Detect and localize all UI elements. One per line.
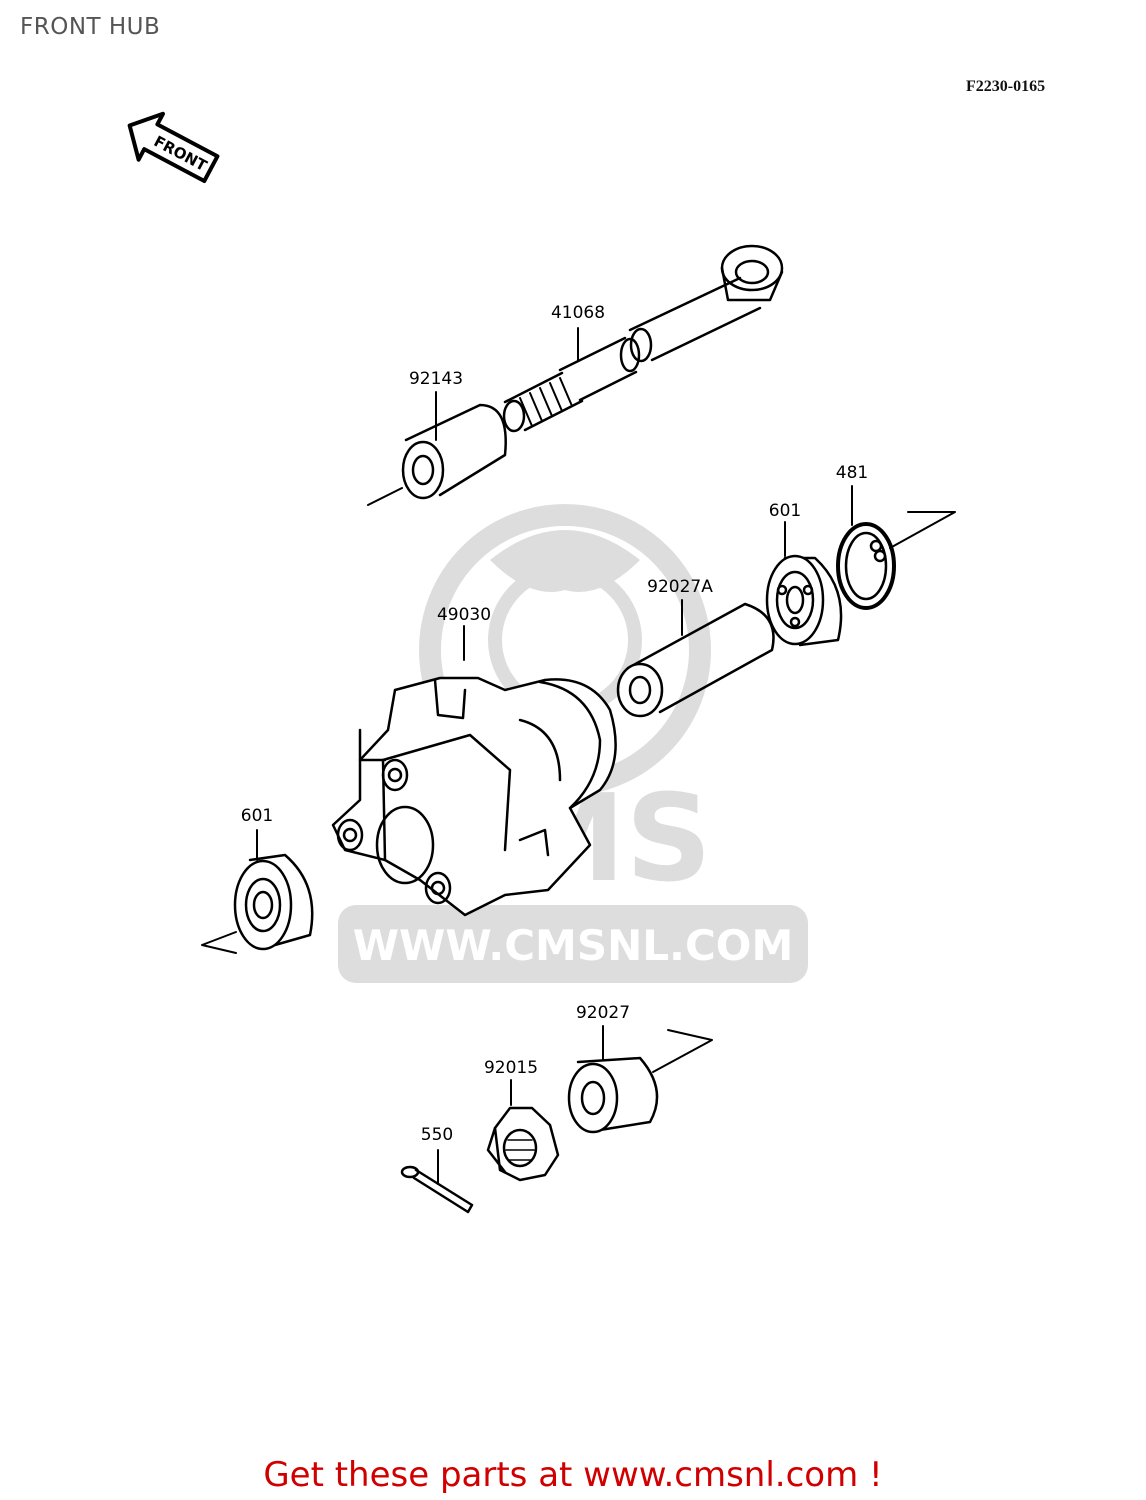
label-circlip: 481	[836, 463, 868, 483]
page-title: FRONT HUB	[20, 14, 161, 40]
watermark-url-text: WWW.CMSNL.COM	[353, 921, 794, 970]
axle-bolt	[502, 244, 784, 433]
axle-collar	[367, 391, 507, 506]
label-distance-collar: 92027A	[647, 577, 713, 597]
label-hub: 49030	[437, 605, 491, 625]
label-collar: 92027	[576, 1003, 630, 1023]
bearing-left	[201, 829, 314, 954]
circlip	[836, 485, 956, 610]
cotter-pin	[400, 1149, 474, 1214]
front-hub	[331, 625, 617, 917]
axle-nut	[486, 1079, 560, 1182]
figure-code: F2230-0165	[966, 78, 1046, 95]
label-axle: 41068	[551, 303, 605, 323]
bearing-right	[765, 521, 843, 647]
footer-shop-link[interactable]: Get these parts at www.cmsnl.com !	[263, 1455, 883, 1495]
label-bearing-left: 601	[241, 806, 273, 826]
label-axle-collar: 92143	[409, 369, 463, 389]
label-cotter-pin: 550	[421, 1125, 453, 1145]
front-direction-arrow: FRONT	[127, 111, 220, 184]
part-labels: 41068 92143 481 601 92027A 49030 601 920…	[241, 303, 868, 1145]
label-bearing-right: 601	[769, 501, 801, 521]
label-nut: 92015	[484, 1058, 538, 1078]
distance-collar	[616, 599, 775, 718]
collar	[567, 1025, 713, 1134]
